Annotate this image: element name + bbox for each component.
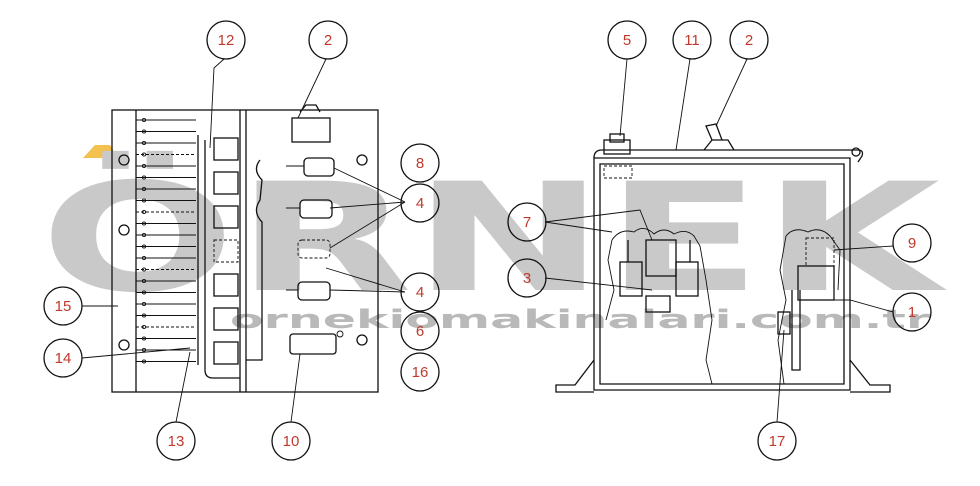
left-panel bbox=[111, 104, 379, 393]
callout-10: 10 bbox=[271, 421, 311, 461]
callout-label-16: 16 bbox=[412, 364, 429, 381]
terminal-screw bbox=[141, 129, 147, 134]
terminal-screw bbox=[141, 278, 147, 284]
callout-2-right: 2 bbox=[729, 20, 769, 60]
callout-label-6: 6 bbox=[416, 323, 424, 340]
callout-label-2: 2 bbox=[324, 32, 332, 49]
mount-hole bbox=[356, 334, 368, 346]
terminal-screw bbox=[141, 152, 147, 157]
leader-lines bbox=[81, 58, 894, 423]
callout-4-upper: 4 bbox=[400, 183, 440, 223]
foot-right bbox=[849, 359, 891, 393]
watermark-main-text: ÖRNEK bbox=[40, 150, 947, 326]
callout-4-lower: 4 bbox=[400, 272, 440, 312]
fuse-holders bbox=[246, 104, 344, 361]
right-box-outline bbox=[593, 157, 851, 391]
cap-nut bbox=[603, 139, 631, 155]
callout-label-3: 3 bbox=[523, 270, 531, 287]
callout-label-1: 1 bbox=[908, 304, 916, 321]
terminal-screw bbox=[141, 290, 147, 295]
terminal-strip bbox=[136, 117, 196, 364]
callout-7: 7 bbox=[507, 202, 547, 242]
callout-label-12: 12 bbox=[218, 32, 235, 49]
callout-9: 9 bbox=[892, 223, 932, 263]
callout-label-7: 7 bbox=[523, 214, 531, 231]
callout-label-17: 17 bbox=[769, 433, 786, 450]
watermark-accent bbox=[83, 145, 118, 158]
terminal-screw bbox=[141, 359, 147, 364]
callout-2-left: 2 bbox=[308, 20, 348, 60]
right-panel bbox=[555, 123, 891, 393]
callouts: 12 2 8 4 4 6 16 15 bbox=[43, 20, 932, 461]
terminal-screw bbox=[141, 347, 147, 353]
callout-label-14: 14 bbox=[55, 350, 72, 367]
callout-11: 11 bbox=[672, 20, 712, 60]
terminal-screw bbox=[141, 186, 147, 192]
terminal-screw bbox=[141, 140, 147, 146]
terminal-screw bbox=[141, 244, 147, 249]
terminal-screw bbox=[141, 301, 147, 307]
terminal-screw bbox=[141, 198, 147, 203]
terminal-screw bbox=[141, 209, 147, 215]
terminal-screw bbox=[141, 175, 147, 180]
callout-label-13: 13 bbox=[168, 433, 185, 450]
foot-left bbox=[555, 359, 595, 393]
callout-12: 12 bbox=[206, 20, 246, 60]
callout-label-2b: 2 bbox=[745, 32, 753, 49]
terminal-screw bbox=[141, 336, 147, 341]
toggle-switch bbox=[703, 139, 735, 151]
callout-14: 14 bbox=[43, 338, 83, 378]
callout-5: 5 bbox=[607, 20, 647, 60]
callout-8: 8 bbox=[400, 143, 440, 183]
watermark: ÖRNEK ornekiomakinalari.com.tr bbox=[40, 145, 947, 335]
callout-label-4b: 4 bbox=[416, 284, 424, 301]
terminal-screw bbox=[141, 313, 147, 318]
callout-label-10: 10 bbox=[283, 433, 300, 450]
terminal-screw bbox=[141, 267, 147, 272]
mount-hole bbox=[118, 224, 130, 236]
callout-13: 13 bbox=[156, 421, 196, 461]
callout-16: 16 bbox=[400, 352, 440, 392]
terminal-screw bbox=[141, 232, 147, 238]
callout-label-5: 5 bbox=[623, 32, 631, 49]
callout-3: 3 bbox=[507, 258, 547, 298]
relay-column bbox=[197, 135, 240, 379]
callout-1: 1 bbox=[892, 292, 932, 332]
terminal-screw bbox=[141, 221, 147, 226]
terminal-screw bbox=[141, 163, 147, 169]
callout-label-4: 4 bbox=[416, 195, 424, 212]
callout-6: 6 bbox=[400, 311, 440, 351]
callout-17: 17 bbox=[757, 421, 797, 461]
terminal-screw bbox=[141, 117, 147, 123]
callout-label-8: 8 bbox=[416, 155, 424, 172]
mount-hole bbox=[356, 154, 368, 166]
terminal-screw bbox=[141, 255, 147, 261]
callout-15: 15 bbox=[43, 286, 83, 326]
callout-label-9: 9 bbox=[908, 235, 916, 252]
callout-label-11: 11 bbox=[684, 32, 700, 49]
mount-hole bbox=[118, 339, 130, 351]
watermark-sub-text: ornekiomakinalari.com.tr bbox=[230, 305, 930, 335]
mount-hole bbox=[118, 154, 130, 166]
left-panel-outline bbox=[111, 109, 379, 393]
callout-label-15: 15 bbox=[55, 298, 72, 315]
terminal-screw bbox=[141, 324, 147, 330]
